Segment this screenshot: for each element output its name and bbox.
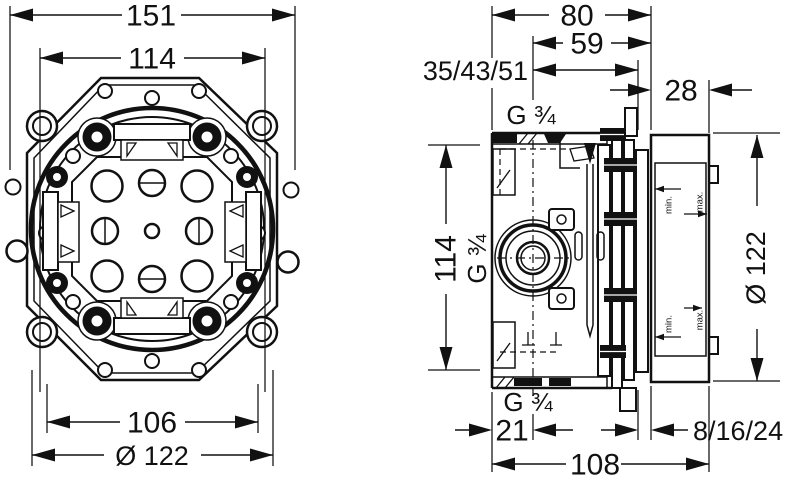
min-label-top: min. [664,196,675,214]
side-extension-lines [428,6,780,472]
center-hole [143,222,161,240]
min-max-markers: min. max. min. max. [655,185,707,341]
dim-hole-spacing-side: 114 [430,145,463,370]
max-label-top: max. [695,192,706,213]
thread-bottom-label: G ¾ [503,387,552,417]
side-port [494,208,575,310]
min-label-bottom: min. [664,315,675,333]
thread-side-label: G ¾ [462,234,492,283]
dim-body-length: 108 [492,449,709,482]
top-screw-boss [624,107,638,137]
dim-finish-depth: 8/16/24 [601,416,783,446]
dim-21-label: 21 [495,415,528,448]
mounting-lug [187,117,227,157]
thread-top-label: G ¾ [506,100,555,130]
dim-108-label: 108 [570,449,620,482]
left-tab [42,191,80,271]
dim-front-unit: 28 [610,75,752,108]
dim-d122-label: Ø 122 [115,441,189,471]
dim-59-label: 59 [570,28,603,61]
dim-114-side-label: 114 [430,235,463,283]
dim-hole-spacing-front: 114 [40,43,265,76]
front-view: 151 114 106 Ø 122 [4,0,300,471]
dim-354351-label: 35/43/51 [423,56,528,86]
dim-tab-width: 106 [47,407,258,440]
dim-114-label: 114 [128,43,176,76]
dim-diameter-front: Ø 122 [32,441,273,471]
rear-flange-stack [597,107,649,412]
dim-depth: 80 [492,0,651,33]
bottom-screw-boss [619,387,637,412]
dim-d122-side-label: Ø 122 [741,231,771,305]
front-extension-lines [9,6,296,466]
mounting-lugs [46,117,258,341]
top-tab [113,123,191,161]
bottom-tab [113,297,191,335]
dim-28-label: 28 [664,75,697,108]
right-tab [224,191,262,271]
cartridge-blade [574,143,605,339]
hook-rings [4,178,300,274]
mounting-lug [187,301,227,341]
hole-grid [90,168,214,294]
dim-overall-width: 151 [10,0,295,33]
side-view: min. max. min. max. 80 59 35/43 [423,0,783,482]
dim-depth-inner: 59 [533,28,651,61]
max-label-bottom: max. [695,310,706,331]
housing-body [490,131,612,390]
dim-diameter-side: Ø 122 [741,135,771,381]
dim-106-label: 106 [127,407,177,440]
centerlines [497,140,570,400]
mounting-lug [77,301,117,341]
inner-blocks [492,140,595,369]
dim-install-depth: 35/43/51 [423,56,638,86]
protection-plate: min. max. min. max. [649,133,719,384]
mounting-lug [77,117,117,157]
dim-151-label: 151 [126,0,176,33]
dim-80-label: 80 [560,0,593,33]
dim-port-offset: 21 [455,415,573,448]
dim-81624-label: 8/16/24 [693,416,783,446]
ear-lugs [25,109,279,349]
